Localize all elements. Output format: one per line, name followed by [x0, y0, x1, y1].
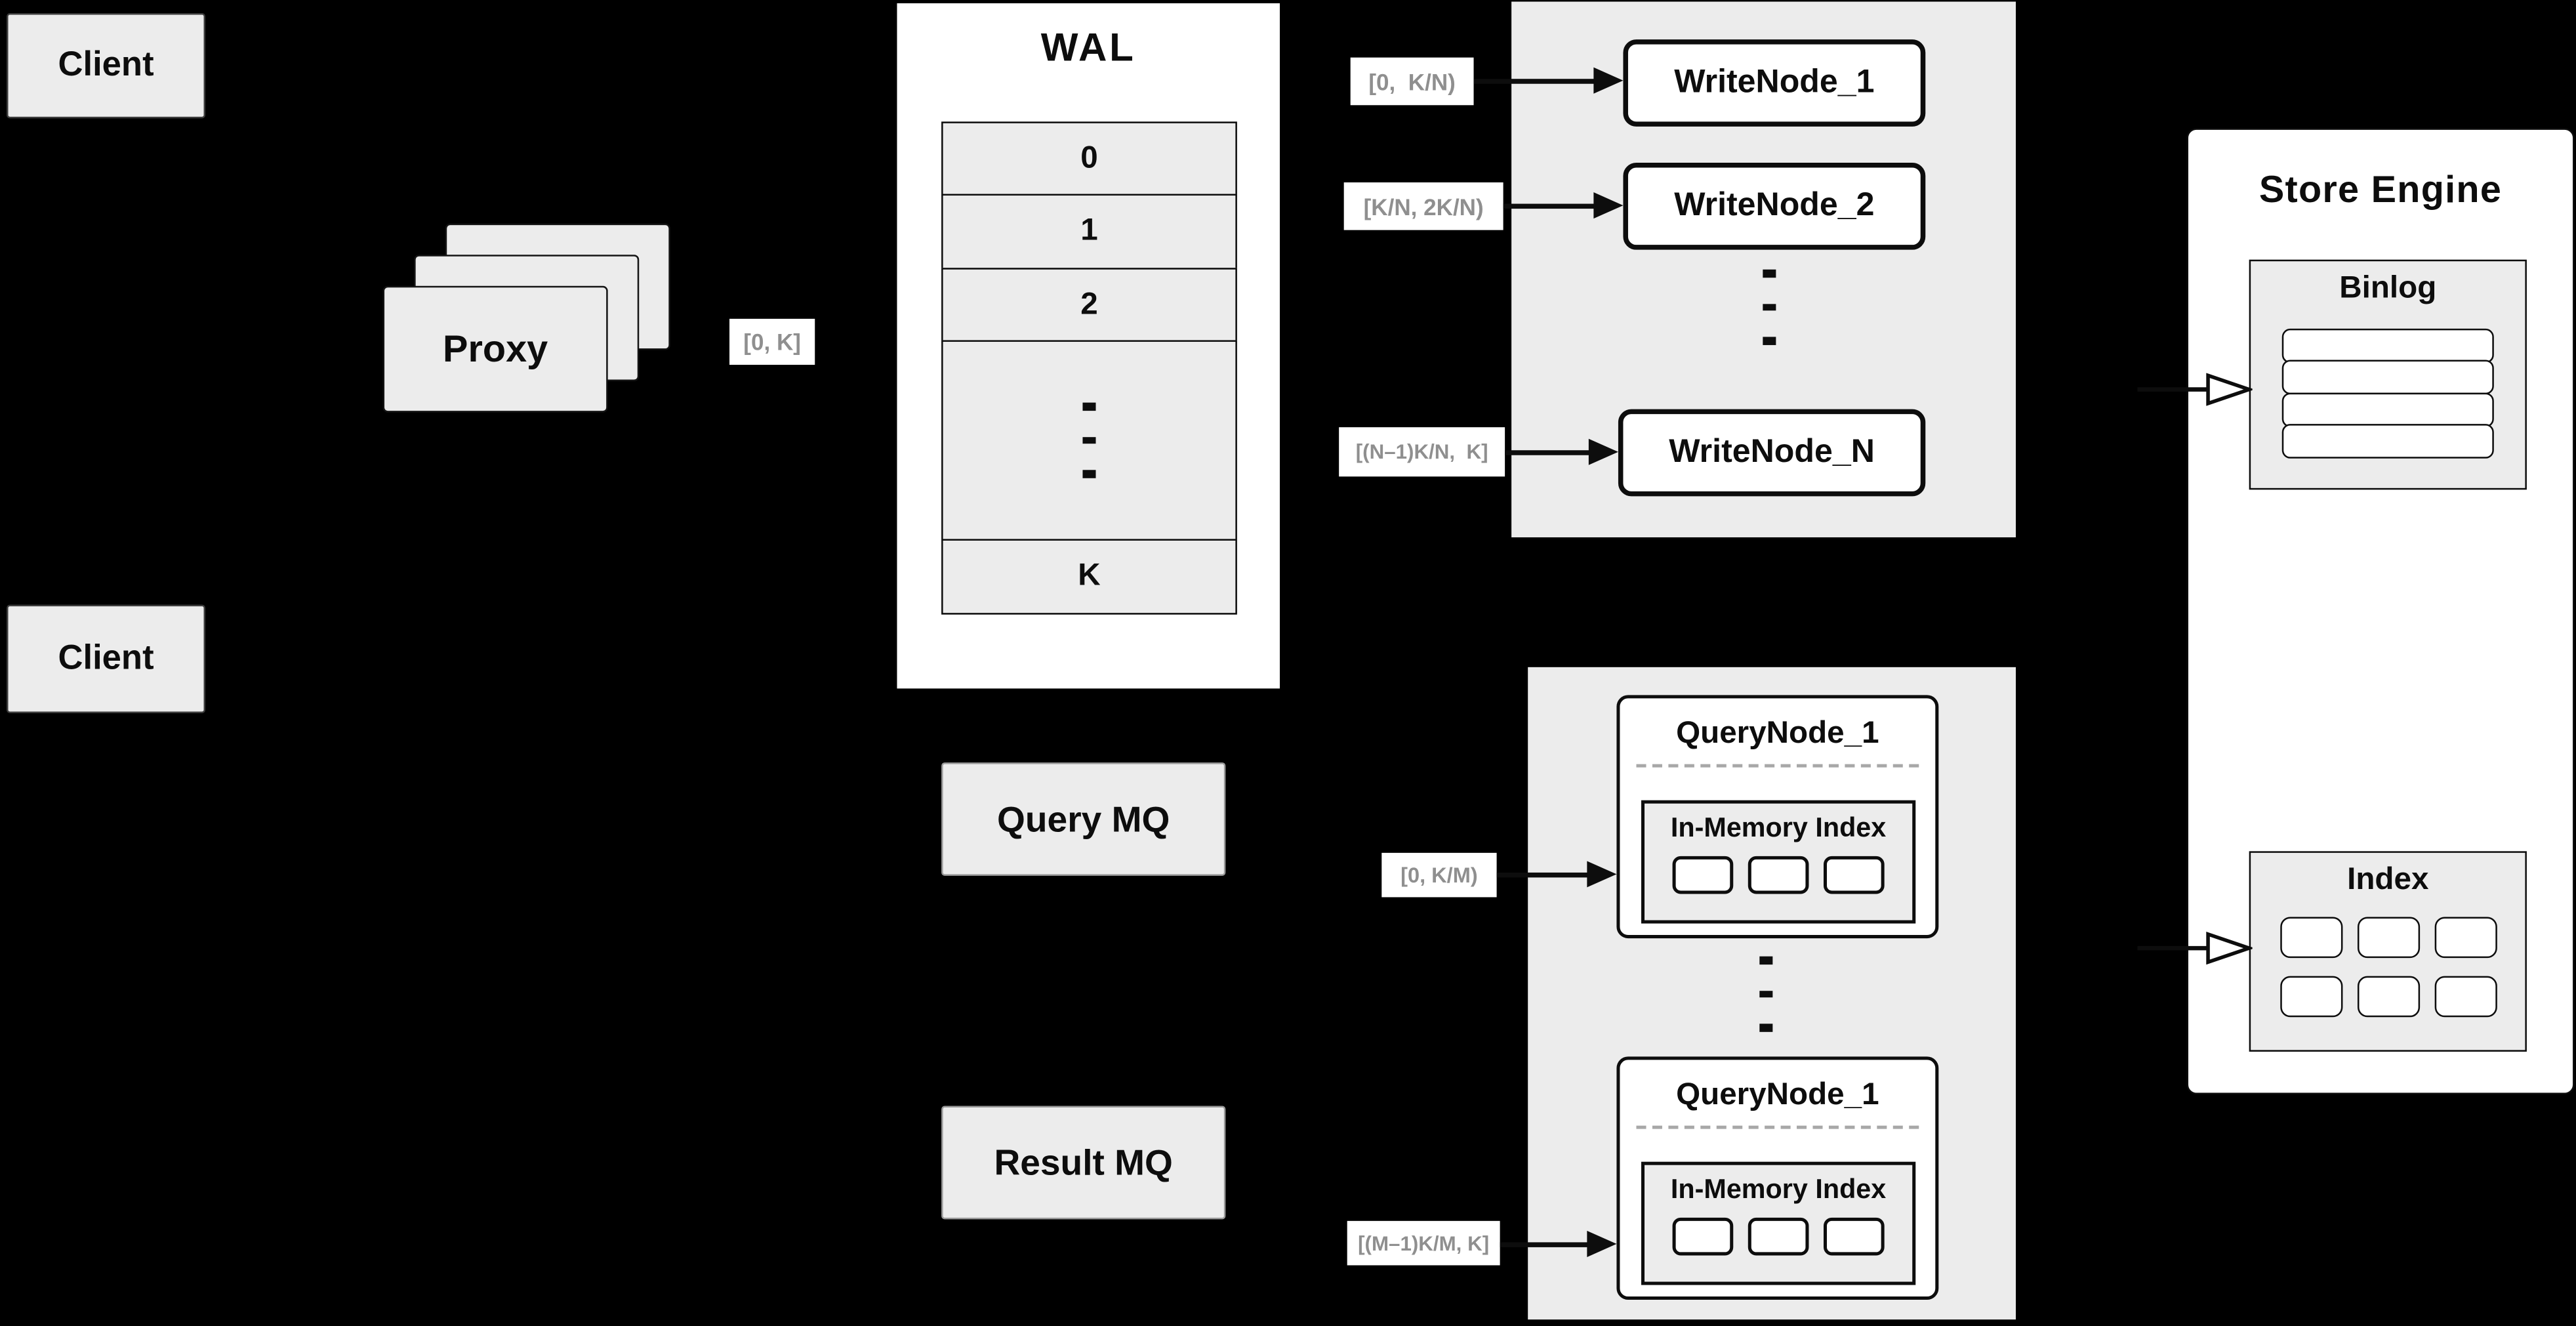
open-arrow-to-binlog-icon: [2137, 373, 2253, 406]
in-memory-index-title: In-Memory Index: [1670, 1174, 1887, 1205]
wal-row: 0: [941, 121, 1237, 197]
segment-row: [1645, 1217, 1912, 1256]
writenode-n-box: WriteNode_N: [1618, 409, 1926, 497]
dashed-divider: [1636, 1125, 1919, 1129]
index-title: Index: [2347, 862, 2429, 898]
index-cell: [2434, 917, 2497, 959]
index-row: [2251, 976, 2525, 1018]
in-memory-index-title: In-Memory Index: [1670, 813, 1887, 843]
index-cell: [2356, 976, 2419, 1018]
wal-title: WAL: [1040, 26, 1136, 71]
index-box: Index: [2249, 851, 2527, 1052]
segment-cell: [1823, 856, 1885, 894]
arrow-to-querynode-1-icon: [1496, 861, 1617, 889]
wal-panel: WAL 0 1 2 K: [897, 3, 1280, 689]
segment-row: [1645, 856, 1912, 894]
segment-cell: [1823, 1217, 1885, 1256]
store-engine-title: Store Engine: [2259, 167, 2503, 211]
query-mq-label: Query MQ: [997, 797, 1170, 839]
binlog-row: [2281, 360, 2494, 395]
write-range-label-2: [K/N, 2K/N): [1343, 182, 1503, 230]
wal-row: 1: [941, 194, 1237, 270]
client-top-label: Client: [58, 46, 154, 84]
proxy-box: Proxy: [382, 285, 608, 413]
in-memory-index-box: In-Memory Index: [1641, 800, 1916, 924]
binlog-row: [2281, 424, 2494, 459]
binlog-title: Binlog: [2339, 271, 2437, 306]
in-memory-index-box: In-Memory Index: [1641, 1161, 1916, 1285]
index-cell: [2434, 976, 2497, 1018]
vertical-ellipsis-icon: [1082, 403, 1096, 478]
querynode-group-panel: QueryNode_1 In-Memory Index QueryNode_1 …: [1528, 667, 2016, 1320]
wal-row-ellipsis: [941, 340, 1237, 541]
arrow-to-writenode-n-icon: [1505, 438, 1618, 467]
write-range-label-1: [0, K/N): [1350, 57, 1474, 106]
proxy-range-label: [0, K]: [729, 318, 815, 365]
wal-row: K: [941, 538, 1237, 614]
index-cell: [2279, 976, 2342, 1018]
arrow-to-writenode-1-icon: [1473, 67, 1624, 96]
segment-cell: [1748, 856, 1809, 894]
index-cell: [2279, 917, 2342, 959]
client-bottom-box: Client: [7, 604, 206, 713]
binlog-row: [2281, 327, 2494, 363]
vertical-ellipsis-icon: [1763, 269, 1776, 344]
querynode-1-title: QueryNode_1: [1676, 716, 1879, 751]
store-engine-panel: Store Engine Binlog Index: [2186, 128, 2575, 1094]
querynode-1-box: QueryNode_1 In-Memory Index: [1616, 695, 1939, 939]
writenode-2-box: WriteNode_2: [1623, 162, 1926, 250]
client-bottom-label: Client: [58, 639, 154, 677]
segment-cell: [1672, 1217, 1734, 1256]
write-range-label-n: [(N–1)K/N, K]: [1339, 427, 1505, 477]
client-top-box: Client: [7, 13, 206, 119]
segment-cell: [1672, 856, 1734, 894]
binlog-row: [2281, 392, 2494, 426]
open-arrow-to-index-icon: [2137, 932, 2253, 965]
query-range-label-1: [0, K/M): [1381, 852, 1497, 898]
result-mq-label: Result MQ: [994, 1141, 1173, 1182]
writenode-1-box: WriteNode_1: [1623, 39, 1926, 127]
querynode-m-box: QueryNode_1 In-Memory Index: [1616, 1056, 1939, 1300]
proxy-label: Proxy: [443, 327, 548, 370]
query-mq-box: Query MQ: [941, 762, 1226, 876]
query-range-label-m: [(M–1)K/M, K]: [1347, 1220, 1500, 1266]
index-row: [2251, 917, 2525, 959]
querynode-m-title: QueryNode_1: [1676, 1077, 1879, 1113]
segment-cell: [1748, 1217, 1809, 1256]
wal-table: 0 1 2 K: [941, 121, 1237, 614]
index-cell: [2356, 917, 2419, 959]
result-mq-box: Result MQ: [941, 1106, 1226, 1220]
arrow-to-querynode-m-icon: [1500, 1230, 1617, 1259]
binlog-rows: [2251, 327, 2525, 459]
dashed-divider: [1636, 764, 1919, 768]
vertical-ellipsis-icon: [1759, 956, 1773, 1031]
binlog-box: Binlog: [2249, 259, 2527, 490]
arrow-to-writenode-2-icon: [1503, 192, 1624, 220]
wal-row: 2: [941, 266, 1237, 343]
